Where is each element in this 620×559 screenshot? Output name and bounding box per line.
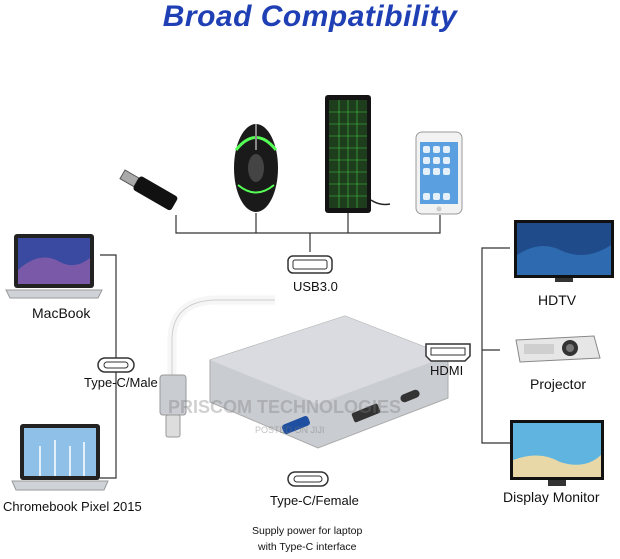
adapter-cable: [159, 295, 275, 438]
chromebook-label: Chromebook Pixel 2015: [3, 499, 142, 514]
phone-icon: [415, 131, 463, 215]
hdtv-icon: [514, 220, 614, 282]
supply-power-line1: Supply power for laptop: [252, 525, 363, 537]
top-connector-lines: [175, 213, 441, 252]
right-connector-lines: [481, 247, 510, 444]
hdmi-label: HDMI: [430, 363, 464, 378]
hdmi-port-icon: [425, 343, 471, 362]
typec-female-port-icon: [287, 471, 329, 487]
watermark-text: PRISCOM TECHNOLOGIES: [168, 397, 402, 417]
chromebook-laptop-icon: [11, 424, 109, 491]
usb-port-icon: [287, 255, 333, 274]
projector-label: Projector: [530, 376, 587, 392]
watermark-subtext: POSTED ON JIJI: [255, 425, 325, 435]
usb-drive-icon: [119, 169, 178, 211]
display-monitor-icon: [510, 420, 604, 486]
keyboard-icon: [325, 95, 391, 213]
mouse-icon: [234, 124, 278, 212]
macbook-label: MacBook: [32, 305, 91, 321]
typec-male-port-icon: [97, 357, 135, 373]
hdtv-label: HDTV: [538, 292, 577, 308]
page-title: Broad Compatibility: [162, 0, 458, 33]
adapter-body: [209, 315, 449, 449]
typec-female-label: Type-C/Female: [270, 493, 359, 508]
usb-label: USB3.0: [293, 279, 338, 294]
typec-male-label: Type-C/Male: [84, 375, 158, 390]
macbook-laptop-icon: [5, 234, 103, 299]
supply-power-line2: with Type-C interface: [258, 541, 357, 553]
projector-icon: [515, 335, 601, 363]
display-monitor-label: Display Monitor: [503, 489, 600, 505]
